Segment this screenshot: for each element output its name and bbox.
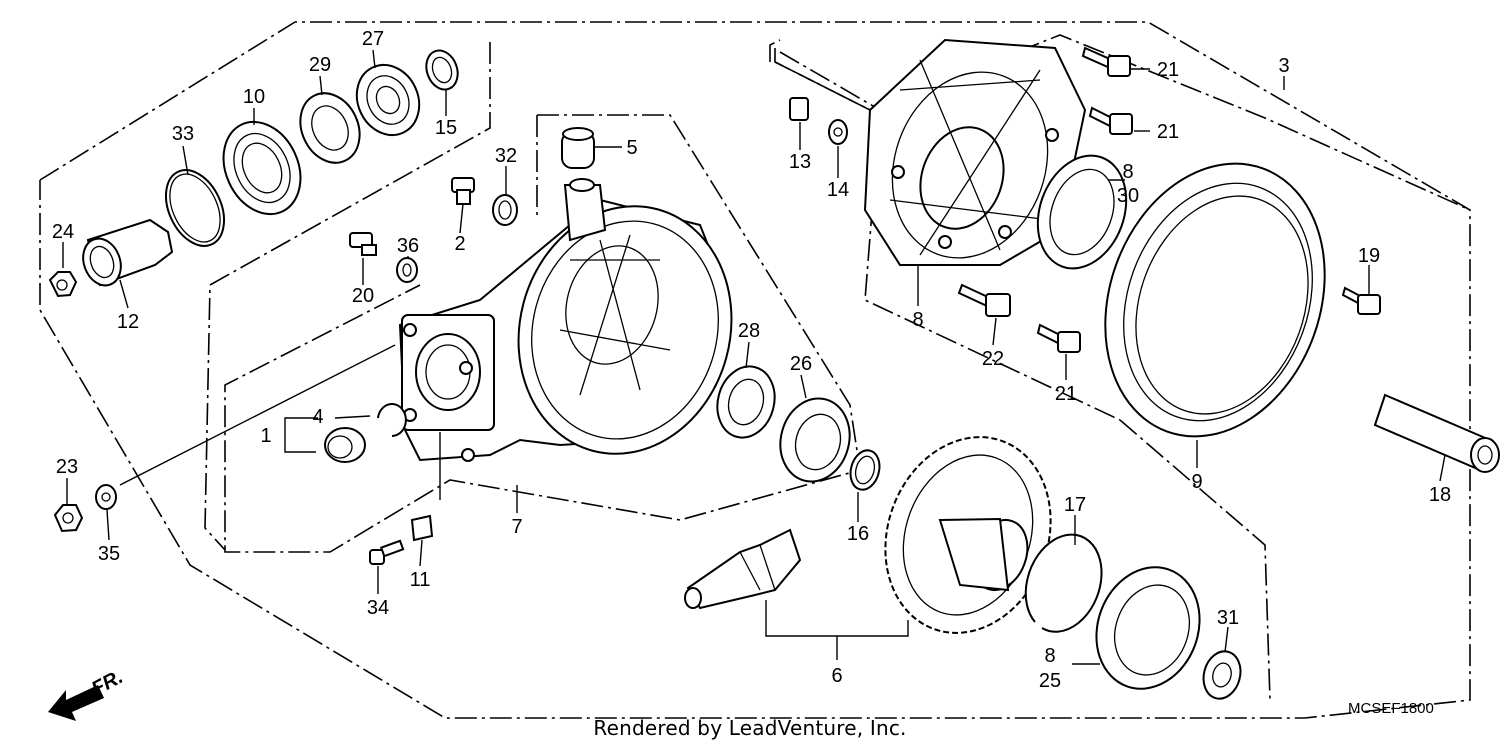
callout-28: 28 xyxy=(738,320,760,342)
callout-29: 29 xyxy=(309,54,331,76)
callout-26: 26 xyxy=(790,353,812,375)
final-gear-set xyxy=(684,436,1052,634)
callout-7: 7 xyxy=(511,516,522,538)
callout-22: 22 xyxy=(982,348,1004,370)
cover-bolts xyxy=(789,46,1381,353)
callout-8-c: 8 xyxy=(1044,645,1055,667)
callout-23: 23 xyxy=(56,456,78,478)
footer-credit: Rendered by LeadVenture, Inc. xyxy=(593,716,907,740)
callout-27: 27 xyxy=(362,28,384,50)
callout-2: 2 xyxy=(454,233,465,255)
leader-lines xyxy=(62,49,1446,665)
callout-14: 14 xyxy=(827,179,849,201)
callout-8-b: 8 xyxy=(912,309,923,331)
callout-21-c: 21 xyxy=(1055,383,1077,405)
seal-ring-pin xyxy=(1036,154,1500,473)
callout-4: 4 xyxy=(312,406,323,428)
callout-36: 36 xyxy=(397,235,419,257)
callout-1: 1 xyxy=(260,425,271,447)
front-direction-arrow-icon: FR. xyxy=(48,666,127,721)
callout-25: 25 xyxy=(1039,670,1061,692)
callout-34: 34 xyxy=(367,597,389,619)
diagram-code: MCSEF1800 xyxy=(1348,700,1434,717)
callout-32: 32 xyxy=(495,145,517,167)
callout-9: 9 xyxy=(1191,471,1202,493)
small-case-parts xyxy=(53,177,518,565)
callout-5: 5 xyxy=(626,137,637,159)
callout-10: 10 xyxy=(243,86,265,108)
callout-11: 11 xyxy=(410,569,431,591)
callout-17: 17 xyxy=(1064,494,1086,516)
callout-labels: 24 12 33 10 29 27 15 32 5 2 36 20 4 1 23… xyxy=(52,28,1451,692)
callout-31: 31 xyxy=(1217,607,1239,629)
callout-15: 15 xyxy=(435,117,457,139)
left-parts xyxy=(48,49,459,298)
callout-30: 30 xyxy=(1117,185,1139,207)
callout-21-b: 21 xyxy=(1157,121,1179,143)
final-gear-case xyxy=(398,178,733,462)
callout-33: 33 xyxy=(172,123,194,145)
callout-12: 12 xyxy=(117,311,139,333)
callout-19: 19 xyxy=(1358,245,1380,267)
callout-35: 35 xyxy=(98,543,120,565)
callout-3: 3 xyxy=(1278,55,1289,77)
callout-6: 6 xyxy=(831,665,842,687)
callout-8-a: 8 xyxy=(1122,161,1133,183)
callout-24: 24 xyxy=(52,221,74,243)
callout-16: 16 xyxy=(847,523,869,545)
callout-20: 20 xyxy=(352,285,374,307)
ring-gear-bearings xyxy=(1024,533,1242,700)
callout-13: 13 xyxy=(789,151,811,173)
callout-21-a: 21 xyxy=(1157,59,1179,81)
breather-cap xyxy=(561,127,595,169)
callout-18: 18 xyxy=(1429,484,1451,506)
pinion-bearings xyxy=(716,365,881,491)
